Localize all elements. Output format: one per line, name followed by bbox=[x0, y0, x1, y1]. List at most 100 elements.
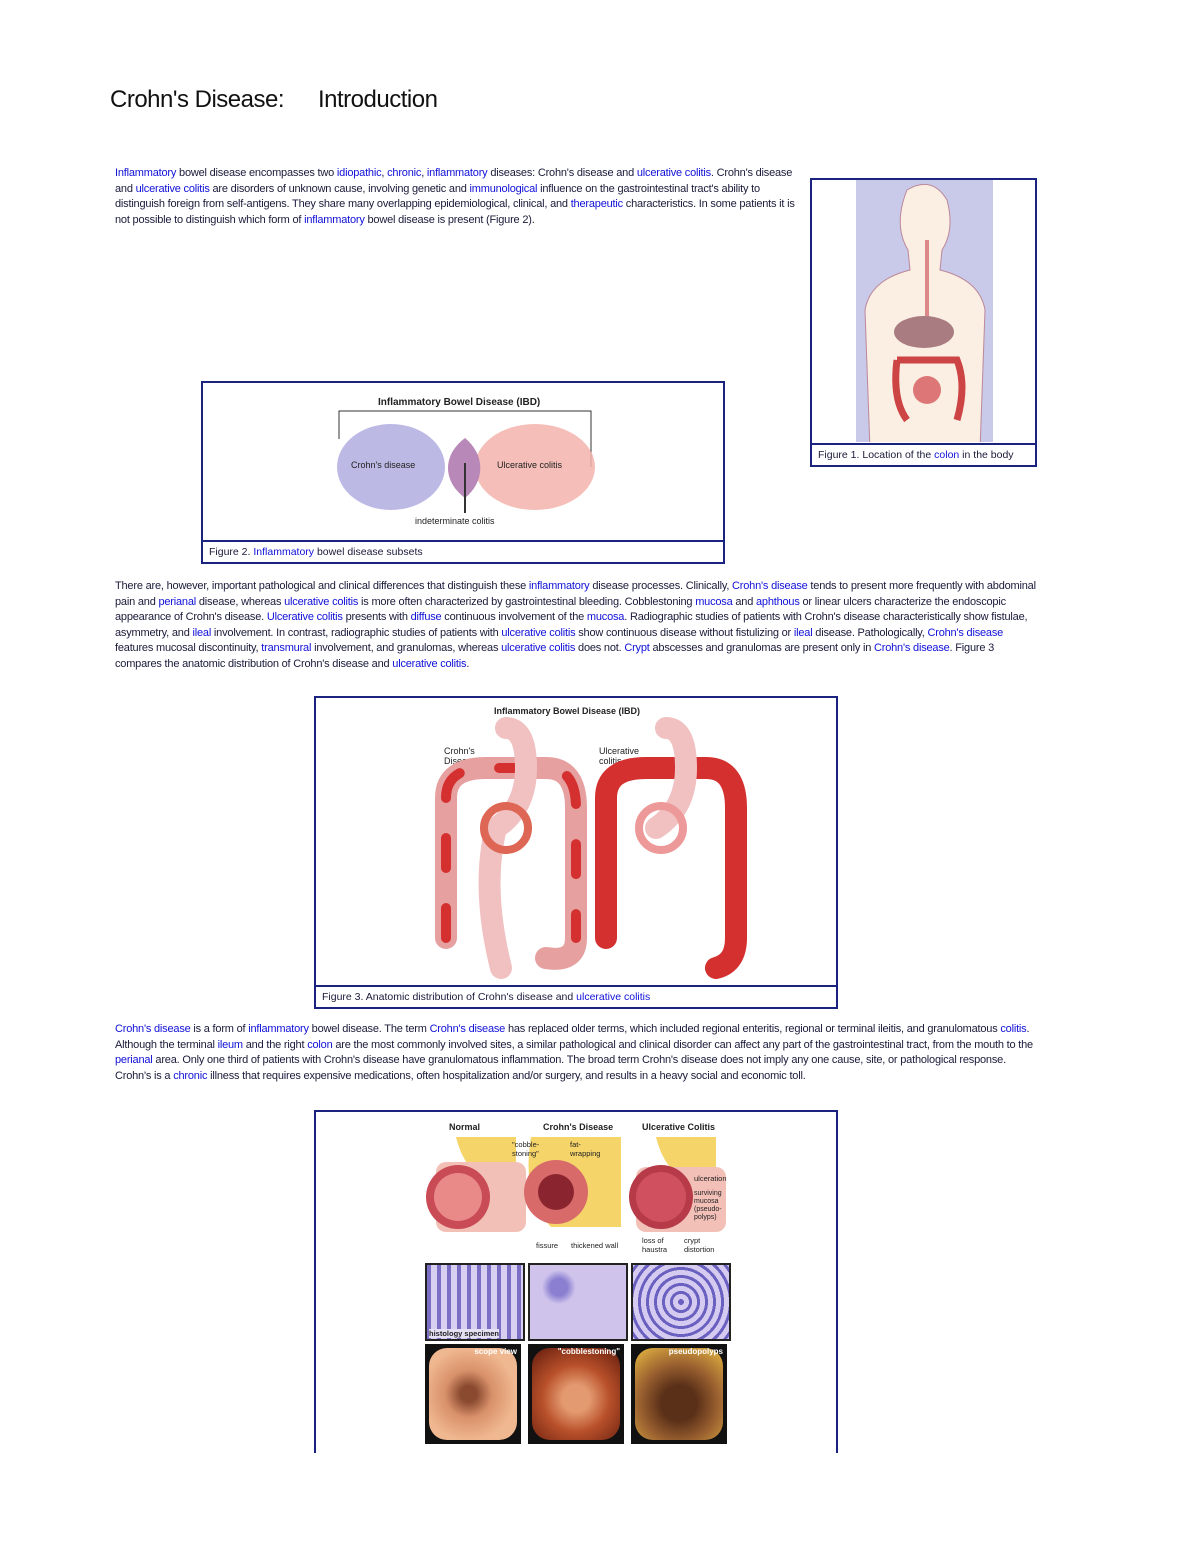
term-link[interactable]: therapeutic bbox=[570, 198, 623, 211]
fissure-note: fissure bbox=[536, 1241, 559, 1250]
term-link[interactable]: idiopathic bbox=[336, 167, 382, 179]
ulceration-note: ulceration bbox=[694, 1174, 727, 1183]
text-segment: . Radiographic studies of patients with … bbox=[115, 611, 1028, 639]
text-segment: is more often characterized by gastroint… bbox=[358, 595, 696, 608]
inflammatory-link[interactable]: Inflammatory bbox=[253, 546, 315, 558]
text-segment: area. Only one third of patients with Cr… bbox=[115, 1054, 1006, 1082]
figure-2-caption: Figure 2. Inflammatory bowel disease sub… bbox=[203, 540, 723, 562]
anatomy-heading: Inflammatory Bowel Disease (IBD) bbox=[494, 706, 641, 716]
term-link[interactable]: Crohn's disease bbox=[874, 642, 950, 655]
crohns-label: Crohn's disease bbox=[351, 460, 416, 470]
term-link[interactable]: ileal bbox=[192, 626, 212, 639]
term-link[interactable]: inflammatory bbox=[528, 580, 590, 592]
text-segment: There are, however, important pathologic… bbox=[115, 580, 529, 592]
term-link[interactable]: diffuse bbox=[410, 611, 442, 624]
text-segment: . Although the terminal bbox=[115, 1023, 1030, 1051]
text-segment: are the most commonly involved sites, a … bbox=[332, 1038, 1033, 1051]
term-link[interactable]: perianal bbox=[158, 595, 197, 608]
term-link[interactable]: chronic bbox=[173, 1069, 208, 1082]
term-link[interactable]: ulcerative colitis bbox=[501, 626, 576, 639]
venn-heading: Inflammatory Bowel Disease (IBD) bbox=[378, 397, 541, 408]
body-colon-illustration bbox=[856, 180, 993, 442]
text-segment: , bbox=[421, 167, 427, 179]
term-link[interactable]: Ulcerative colitis bbox=[266, 611, 343, 624]
uc-link[interactable]: ulcerative colitis bbox=[576, 991, 651, 1003]
ibd-venn-diagram bbox=[337, 410, 595, 513]
surviving-mucosa-note: surviving mucosa (pseudo-polyps) bbox=[694, 1190, 722, 1221]
figure-1-caption: Figure 1. Location of the colon in the b… bbox=[812, 443, 1035, 465]
histology-crohns bbox=[528, 1263, 628, 1341]
fat-wrapping-note: fat-wrapping bbox=[570, 1140, 601, 1158]
term-link[interactable]: chronic bbox=[387, 167, 422, 179]
text-segment: abscesses and granulomas are present onl… bbox=[649, 642, 875, 655]
text-segment: show continuous disease without fistuliz… bbox=[575, 626, 794, 639]
scope-crohns: "cobblestoning" bbox=[528, 1344, 624, 1444]
text-segment: involvement, and granulomas, whereas bbox=[311, 642, 502, 655]
text-segment: tends to present more frequently with ab… bbox=[115, 580, 1036, 608]
figure-3: Inflammatory Bowel Disease (IBD) Crohn's… bbox=[314, 696, 838, 1009]
text-segment: presents with bbox=[342, 611, 411, 624]
term-link[interactable]: ileum bbox=[217, 1038, 243, 1051]
figure-2: Inflammatory Bowel Disease (IBD) Crohn's… bbox=[201, 381, 725, 564]
text-segment: bowel disease. The term bbox=[308, 1023, 430, 1035]
term-link[interactable]: Crypt bbox=[624, 642, 650, 655]
text-segment: , bbox=[381, 167, 388, 179]
term-link[interactable]: colon bbox=[307, 1038, 333, 1051]
definition-paragraph: Crohn's disease is a form of inflammator… bbox=[115, 1022, 1040, 1084]
term-link[interactable]: inflammatory bbox=[426, 167, 488, 179]
term-link[interactable]: aphthous bbox=[755, 595, 800, 608]
colon-distribution-illustration bbox=[435, 717, 747, 979]
text-segment: bowel disease is present (Figure 2). bbox=[364, 213, 535, 226]
figure-1: Figure 1. Location of the colon in the b… bbox=[810, 178, 1037, 467]
term-link[interactable]: ulcerative colitis bbox=[135, 182, 210, 195]
term-link[interactable]: Crohn's disease bbox=[429, 1023, 506, 1035]
column-normal: Normal bbox=[449, 1122, 481, 1132]
intro-paragraph: Inflammatory bowel disease encompasses t… bbox=[115, 166, 805, 228]
text-segment: is a form of bbox=[190, 1023, 249, 1035]
colon-link[interactable]: colon bbox=[934, 449, 960, 461]
term-link[interactable]: Inflammatory bbox=[115, 167, 177, 179]
text-segment: diseases: Crohn's disease and bbox=[487, 167, 637, 179]
term-link[interactable]: inflammatory bbox=[248, 1023, 309, 1035]
crypt-note: crypt distortion bbox=[684, 1236, 715, 1254]
text-segment: disease. Pathologically, bbox=[812, 626, 928, 639]
text-segment: and the right bbox=[242, 1038, 308, 1051]
term-link[interactable]: Crohn's disease bbox=[115, 1023, 191, 1035]
column-crohns: Crohn's Disease bbox=[543, 1122, 614, 1132]
term-link[interactable]: Crohn's disease bbox=[732, 580, 808, 592]
term-link[interactable]: perianal bbox=[115, 1054, 153, 1067]
text-segment: . Figure 3 compares the anatomic distrib… bbox=[115, 642, 995, 670]
text-segment: does not. bbox=[575, 642, 625, 655]
figure-4: Normal Crohn's Disease Ulcerative Coliti… bbox=[314, 1110, 838, 1453]
histology-uc bbox=[631, 1263, 731, 1341]
uc-anatomy-label: Ulcerative colitis bbox=[599, 746, 640, 766]
term-link[interactable]: ileal bbox=[793, 626, 813, 639]
text-segment: features mucosal discontinuity, bbox=[115, 642, 262, 655]
term-link[interactable]: ulcerative colitis bbox=[636, 167, 711, 179]
term-link[interactable]: transmural bbox=[261, 642, 312, 655]
cobblestoning-note: "cobble-stoning" bbox=[512, 1140, 540, 1158]
text-segment: involvement. In contrast, radiographic s… bbox=[211, 626, 502, 639]
term-link[interactable]: inflammatory bbox=[304, 213, 365, 226]
term-link[interactable]: ulcerative colitis bbox=[392, 657, 467, 670]
text-segment: influence on the gastrointestinal tract'… bbox=[115, 182, 760, 211]
text-segment: disease processes. Clinically, bbox=[589, 580, 733, 592]
term-link[interactable]: ulcerative colitis bbox=[501, 642, 576, 655]
haustra-note: loss of haustra bbox=[642, 1236, 668, 1254]
term-link[interactable]: colitis bbox=[1000, 1023, 1027, 1035]
text-segment: characteristics. In some patients it is … bbox=[115, 198, 795, 226]
text-segment: or linear ulcers characterize the endosc… bbox=[115, 595, 1006, 624]
term-link[interactable]: mucosa bbox=[586, 611, 625, 624]
text-segment: continuous involvement of the bbox=[441, 611, 587, 624]
text-segment: are disorders of unknown cause, involvin… bbox=[209, 182, 470, 195]
thickened-wall-note: thickened wall bbox=[571, 1241, 619, 1250]
term-link[interactable]: Crohn's disease bbox=[927, 626, 1004, 639]
term-link[interactable]: mucosa bbox=[695, 595, 733, 608]
text-segment: . Crohn's disease and bbox=[115, 167, 793, 195]
term-link[interactable]: immunological bbox=[469, 182, 538, 195]
text-segment: has replaced older terms, which included… bbox=[505, 1023, 1001, 1035]
page-title: Crohn's Disease:Introduction bbox=[110, 86, 438, 113]
scope-normal: scope view bbox=[425, 1344, 521, 1444]
term-link[interactable]: ulcerative colitis bbox=[284, 595, 359, 608]
figure-3-caption: Figure 3. Anatomic distribution of Crohn… bbox=[316, 985, 836, 1007]
